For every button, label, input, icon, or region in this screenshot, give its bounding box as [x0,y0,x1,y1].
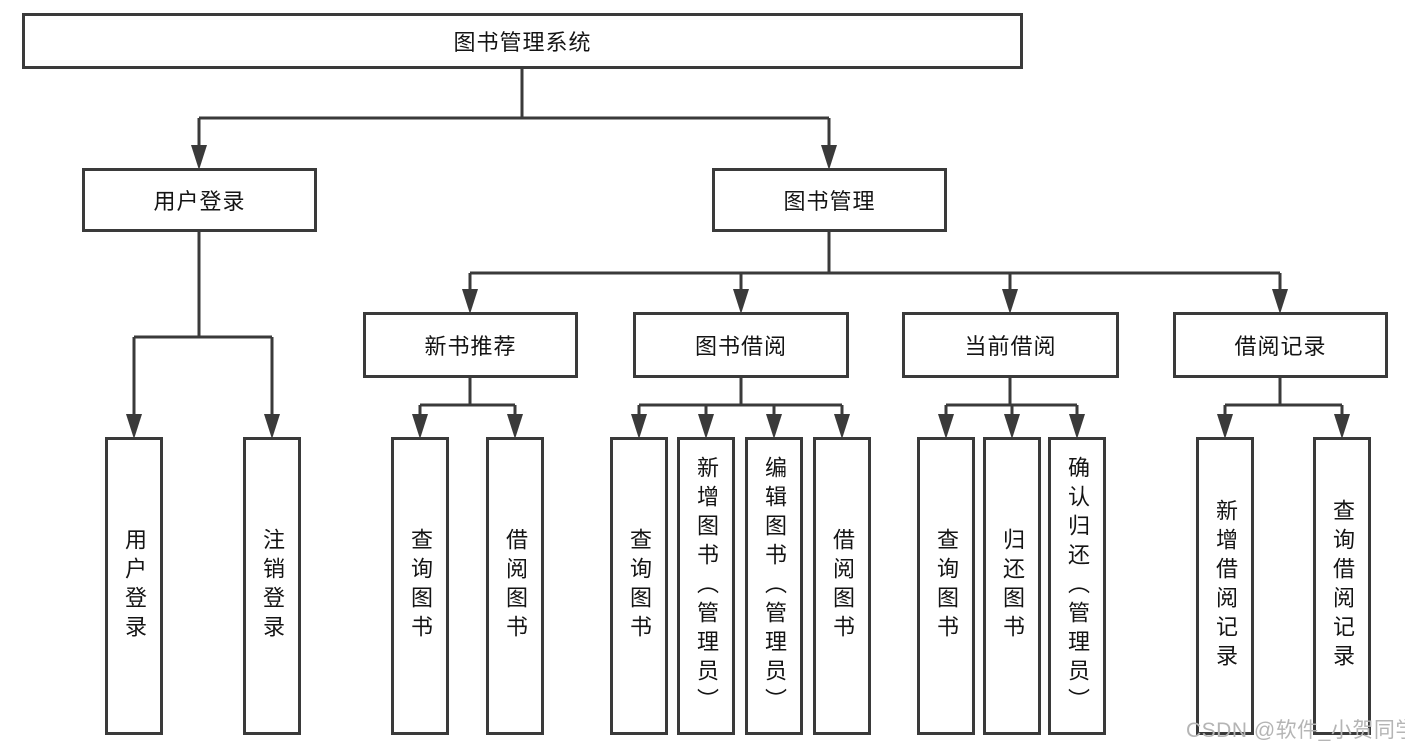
leaf-query-books-current: 查询图书 [917,437,975,735]
leaf-edit-books-admin: 编辑图书（管理员） [745,437,803,735]
leaf-user-login: 用户登录 [105,437,163,735]
node-label: 归还图书 [1000,528,1025,644]
node-book-management: 图书管理 [712,168,947,232]
leaf-logout: 注销登录 [243,437,301,735]
node-book-borrow: 图书借阅 [633,312,849,378]
node-label: 新书推荐 [424,334,517,359]
leaf-add-books-admin: 新增图书（管理员） [677,437,735,735]
node-label: 用户登录 [122,528,147,644]
node-label: 借阅记录 [1234,334,1327,359]
node-label: 借阅图书 [830,528,855,644]
node-label: 当前借阅 [964,334,1057,359]
leaf-query-books-borrow: 查询图书 [610,437,668,735]
node-label: 新增图书（管理员） [694,455,719,717]
node-label: 注销登录 [260,528,285,644]
node-label: 新增借阅记录 [1213,499,1238,673]
csdn-watermark: CSDN @软件_小贺同学 [1186,719,1405,742]
node-user-login: 用户登录 [82,168,317,232]
leaf-confirm-return-admin: 确认归还（管理员） [1048,437,1106,735]
node-label: 图书管理 [783,189,876,214]
node-current-borrow: 当前借阅 [902,312,1119,378]
node-label: 查询图书 [627,528,652,644]
leaf-add-borrow-record: 新增借阅记录 [1196,437,1254,735]
node-label: 编辑图书（管理员） [762,455,787,717]
node-label: 查询借阅记录 [1330,499,1355,673]
node-borrow-records: 借阅记录 [1173,312,1388,378]
leaf-borrow-books: 借阅图书 [813,437,871,735]
node-new-book-recommend: 新书推荐 [363,312,578,378]
node-label: 图书管理系统 [453,30,592,55]
node-library-system: 图书管理系统 [22,13,1023,69]
node-label: 借阅图书 [503,528,528,644]
leaf-query-borrow-record: 查询借阅记录 [1313,437,1371,735]
node-label: 用户登录 [153,189,246,214]
leaf-return-books: 归还图书 [983,437,1041,735]
node-label: 查询图书 [408,528,433,644]
node-label: 确认归还（管理员） [1065,455,1090,717]
node-label: 图书借阅 [694,334,787,359]
node-label: 查询图书 [934,528,959,644]
leaf-borrow-books-recommend: 借阅图书 [486,437,544,735]
leaf-query-books-recommend: 查询图书 [391,437,449,735]
